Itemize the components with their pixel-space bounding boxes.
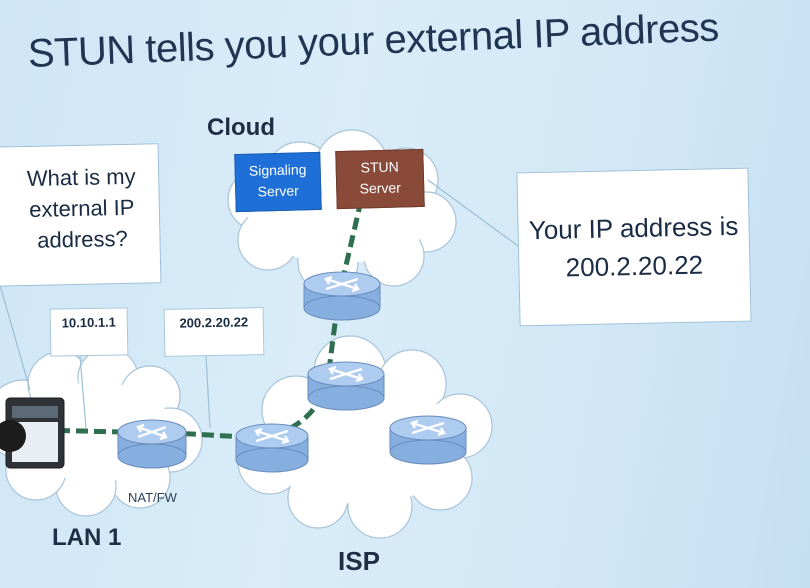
client-computer-icon [0,397,65,469]
stun-server-box: STUN Server [335,148,425,210]
question-line: address? [36,225,129,253]
stun-server-line: STUN [360,158,399,176]
signaling-server-line: Server [257,182,300,200]
signaling-server-box: Signaling Server [234,151,322,213]
stun-server-line: Server [359,179,402,197]
router-icon [235,423,309,473]
router-icon [303,271,381,321]
router-icon [307,361,385,411]
callout-pointers [0,179,519,429]
wan-ip-label: 200.2.20.22 [163,307,265,357]
answer-callout: Your IP address is 200.2.20.22 [516,167,752,327]
question-callout: What is my external IP address? [0,143,162,287]
router-icon [389,415,467,465]
question-line: What is my [26,163,136,191]
lan-ip-label: 10.10.1.1 [49,307,129,357]
isp-label: ISP [338,546,380,576]
nat-router-icon [117,419,187,469]
question-line: external IP [29,194,135,222]
cloud-label: Cloud [207,114,275,141]
lan-label: LAN 1 [52,524,122,551]
answer-line: 200.2.20.22 [565,249,704,283]
answer-line: Your IP address is [528,210,739,246]
nat-fw-label: NAT/FW [128,490,177,505]
signaling-server-line: Signaling [248,161,307,179]
